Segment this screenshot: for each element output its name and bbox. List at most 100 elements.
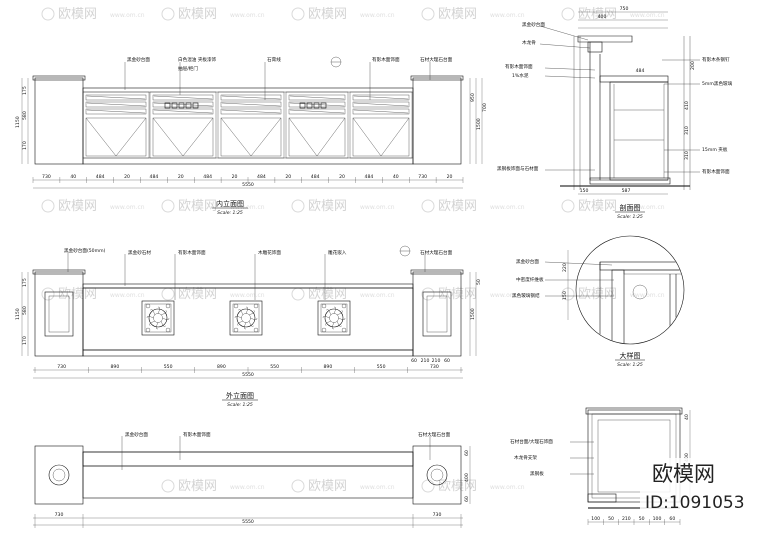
watermark-site: www.om.cn — [490, 292, 525, 299]
watermark-logo-icon — [421, 287, 435, 301]
carved-petal — [146, 316, 154, 319]
carved-corner-knot — [253, 303, 259, 309]
door-swing — [115, 117, 147, 157]
drawer — [220, 108, 282, 115]
carved-rosette-core — [241, 313, 251, 323]
carved-petal — [156, 322, 159, 330]
carved-petal — [249, 310, 255, 315]
outer-bottom-dim-4: 550 — [270, 364, 279, 370]
outer-right-dim-0: 50 — [476, 279, 482, 285]
label-inner-4: 石膏线 — [267, 56, 281, 63]
section-label-right-2: 15mm 夹板 — [702, 146, 728, 153]
watermark-site: www.om.cn — [230, 204, 265, 211]
outer-elevation-scale: Scale: 1:25 — [227, 402, 253, 408]
section-b-bottom-dim-3: 50 — [639, 516, 645, 522]
outer-left-dim-0: 1150 — [15, 308, 21, 320]
watermark-logo-icon — [41, 287, 55, 301]
inner-bottom-dim-6: 484 — [203, 174, 212, 180]
detail-labels: 黑金砂台面 中密度纤维板 黑色玻璃钢结 220 150 — [512, 250, 614, 320]
outer-left-dims: 1150 580 170 175 — [15, 272, 29, 356]
watermark-logo-icon — [161, 199, 175, 213]
inner-right-dim-7: 700 — [482, 103, 488, 112]
watermark-brand: 欧模网 — [438, 199, 477, 214]
plan-dimensions: 730 5550 730 60 400 60 — [33, 446, 471, 528]
carved-rosette-icon — [148, 308, 168, 328]
detail-label-1: 中密度纤维板 — [516, 276, 544, 283]
plan-right-dim-1: 400 — [464, 473, 470, 482]
vent-opening — [178, 102, 185, 109]
door-swing — [182, 117, 214, 157]
door-swing — [316, 117, 346, 157]
watermark-brand: 欧模网 — [58, 199, 97, 214]
label-outer-3: 有影木面饰面 — [178, 249, 206, 256]
door-swing — [152, 117, 184, 157]
drawer — [220, 101, 282, 108]
label-plan-3: 石材大理石台面 — [418, 431, 451, 438]
section-title: 剖面图 — [620, 203, 641, 212]
watermark-site: www.om.cn — [230, 292, 265, 299]
detail-scale: Scale: 1:25 — [617, 362, 643, 368]
watermark-logo-icon — [41, 7, 55, 21]
outer-elevation-labels: 黑金砂台面(50mm) 黑金砂石材 有影木面饰面 木雕花饰面 雕花嵌入 石材大理… — [64, 245, 453, 300]
outer-small-dim-2: 210 — [432, 358, 441, 364]
detail-dim-1: 150 — [562, 291, 568, 300]
watermark-logo-icon — [561, 7, 575, 21]
carved-panel-inner — [144, 303, 172, 333]
drawer — [85, 101, 147, 108]
door-swing — [380, 117, 410, 157]
section-label-left-2: 有影木面饰面 — [505, 63, 533, 70]
carved-rosette-core — [329, 313, 339, 323]
watermark-logo-icon — [421, 199, 435, 213]
outer-right-dim-2: 1500 — [470, 308, 476, 320]
cabinet-module — [349, 91, 413, 159]
watermark-layer: 欧模网 www.om.cn 欧模网 www.om.cn 欧模网 www.om.cn 欧模网 w… — [41, 7, 665, 494]
inner-bottom-dim-12: 484 — [365, 174, 374, 180]
section-b-right-dim-0: 40 — [684, 414, 690, 420]
vent-opening — [164, 102, 171, 109]
section-right-dim-0: 410 — [684, 101, 690, 110]
vent-opening — [192, 102, 199, 109]
watermark-site: www.om.cn — [360, 292, 395, 299]
carved-panel-inner — [232, 303, 260, 333]
watermark-brand: 欧模网 — [178, 287, 217, 302]
section-right-dims: 410 310 310 200 — [684, 61, 696, 160]
drawer — [152, 108, 214, 115]
section-view — [560, 35, 691, 190]
watermark-brand: 欧模网 — [438, 479, 477, 494]
carved-petal — [157, 306, 160, 314]
detail-label-2: 黑色玻璃钢结 — [512, 292, 540, 299]
carved-petal — [325, 321, 331, 326]
carved-corner-knot — [165, 327, 171, 333]
section-b-label-1: 木龙骨支架 — [514, 454, 537, 461]
cabinet-door — [85, 117, 147, 157]
cabinet-module — [82, 91, 150, 159]
carved-petal — [332, 322, 335, 330]
drawer — [152, 101, 214, 108]
detail-dim-0: 220 — [562, 263, 568, 272]
drawer-shading — [289, 109, 345, 114]
inner-left-dim-1: 580 — [22, 111, 28, 120]
watermark-logo-icon — [561, 199, 575, 213]
label-outer-1: 黑金砂台面(50mm) — [64, 247, 106, 254]
cabinet-door — [352, 117, 410, 157]
plan-dim-1: 5550 — [242, 519, 254, 525]
inner-bottom-dim-14: 730 — [418, 174, 427, 180]
carved-petal — [245, 306, 248, 314]
drawer — [288, 108, 346, 115]
watermark-brand: 欧模网 — [178, 479, 217, 494]
carved-petal — [234, 316, 242, 319]
plan-view — [34, 445, 462, 505]
inner-bottom-dim-1: 40 — [70, 174, 76, 180]
carved-corner-knot — [341, 327, 347, 333]
carved-corner-knot — [321, 327, 327, 333]
brand-logo-text: 欧模网 — [652, 462, 715, 486]
plan-dim-2: 730 — [433, 512, 442, 518]
outer-bottom-dim-2: 550 — [164, 364, 173, 370]
carved-corner-knot — [233, 303, 239, 309]
vent-opening — [299, 102, 306, 109]
door-swing — [288, 117, 318, 157]
outer-left-dim-3: 175 — [22, 278, 28, 287]
inner-bottom-dim-2: 484 — [96, 174, 105, 180]
cabinet-module — [285, 91, 349, 159]
